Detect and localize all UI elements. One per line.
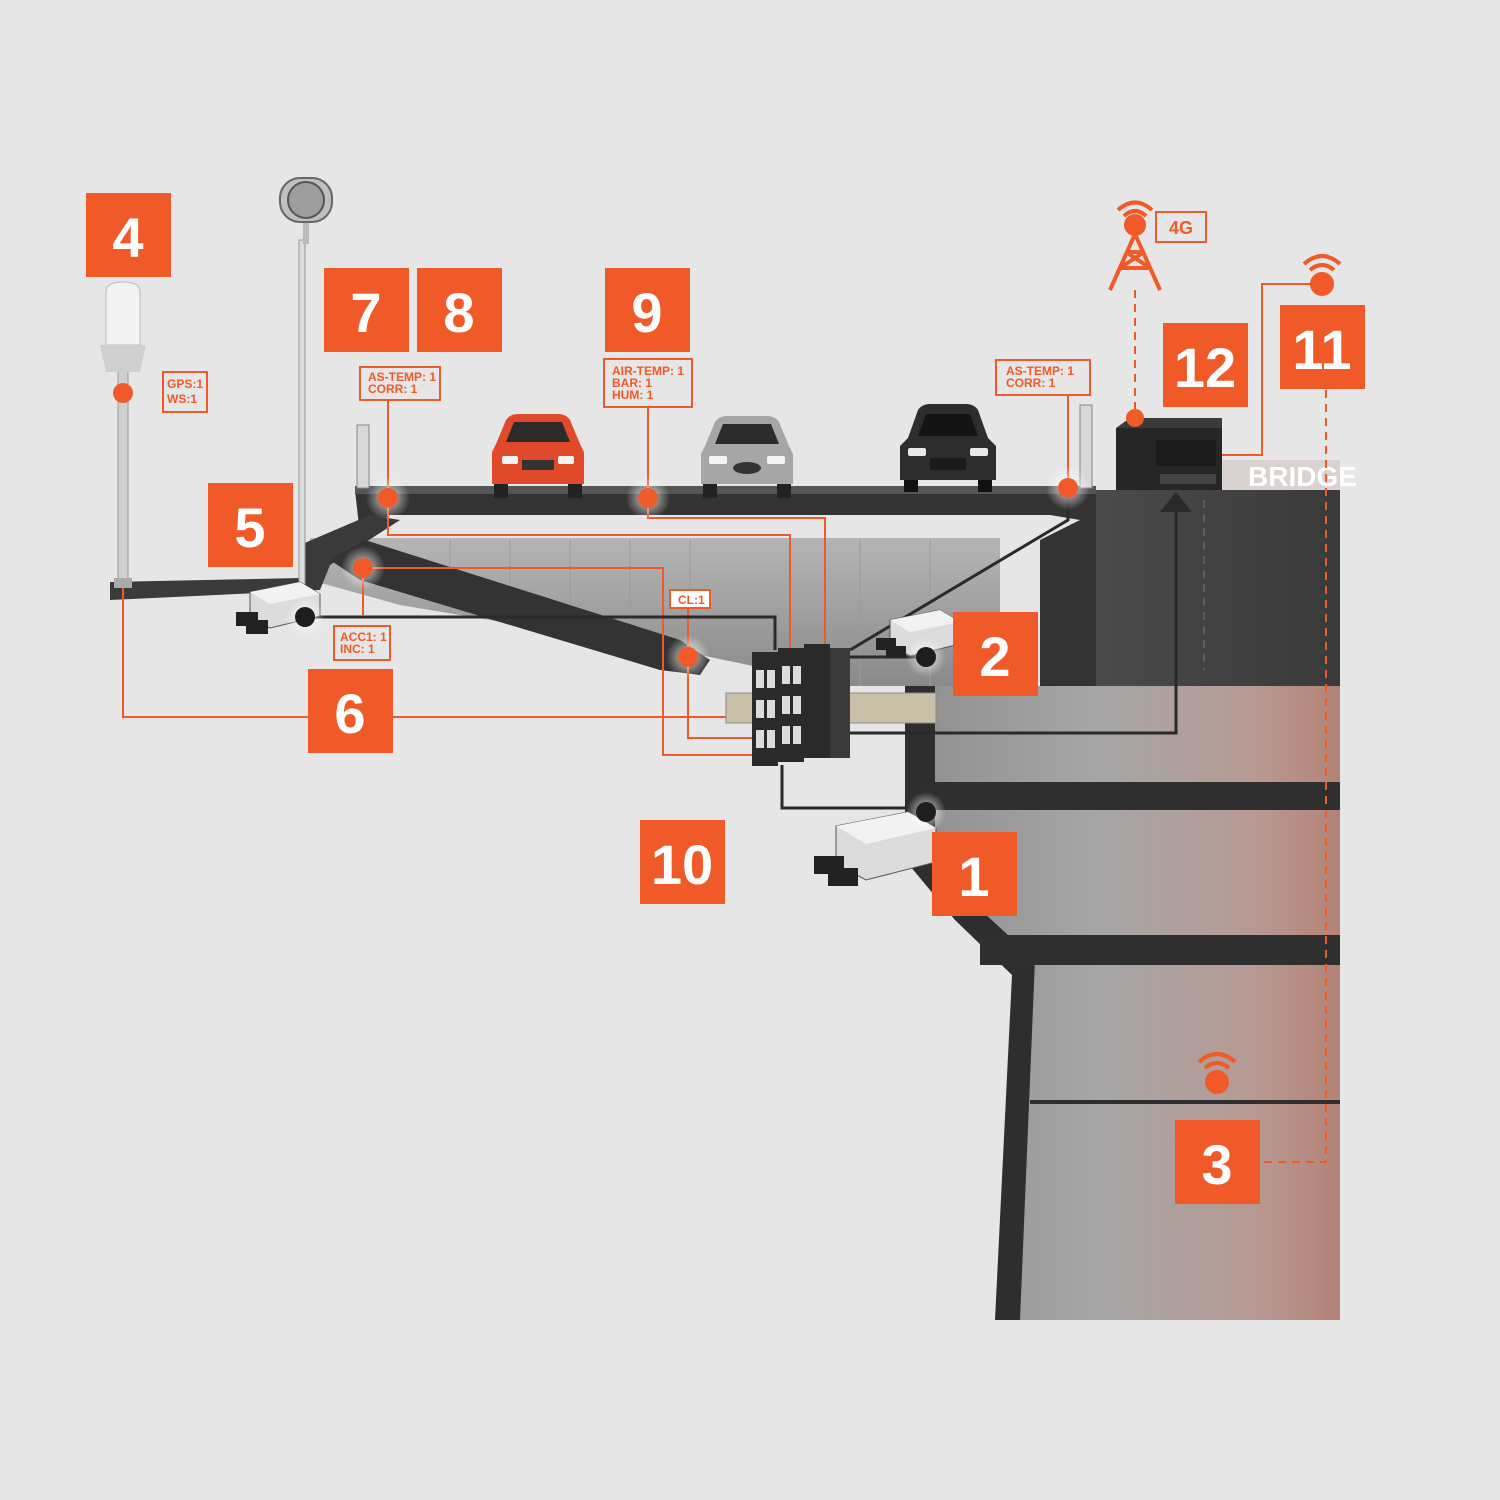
network-label: 4G [1169,218,1193,238]
svg-text:CORR: 1: CORR: 1 [1006,376,1056,390]
wifi-icon [1302,254,1342,296]
pier-band [980,935,1340,965]
svg-text:1: 1 [958,845,989,908]
svg-text:WS:1: WS:1 [167,392,197,406]
svg-text:11: 11 [1292,318,1351,381]
deck-slab [355,490,1096,686]
svg-text:ACC1: 1: ACC1: 1 [340,630,387,644]
svg-text:6: 6 [334,682,365,745]
antenna-mast [279,177,333,586]
svg-text:CL:1: CL:1 [678,593,705,607]
marker-12: 12 [1163,323,1248,407]
svg-text:BAR: 1: BAR: 1 [612,376,652,390]
svg-text:2: 2 [979,625,1010,688]
abutment-wall [1096,490,1340,686]
number-markers: 1 2 3 4 5 6 7 8 9 10 11 12 [86,193,1365,1204]
bridge-label: BRIDGE [1248,461,1357,492]
marker-5: 5 [208,483,293,567]
svg-text:HUM: 1: HUM: 1 [612,388,654,402]
marker-9: 9 [605,268,690,352]
connection-points [113,383,1144,832]
svg-text:AIR-TEMP: 1: AIR-TEMP: 1 [612,364,684,378]
svg-text:4: 4 [112,206,143,269]
label-air: AIR-TEMP: 1 BAR: 1 HUM: 1 [603,358,693,408]
svg-text:AS-TEMP: 1: AS-TEMP: 1 [368,370,436,384]
parapet-post [356,424,370,489]
wireless-links [1134,290,1327,1163]
label-deck-left: AS-TEMP: 1 CORR: 1 [359,366,441,401]
car-icon [701,416,793,498]
marker-8: 8 [417,268,502,352]
svg-text:7: 7 [350,281,381,344]
label-cl: CL:1 [669,589,711,609]
marker-11: 11 [1280,305,1365,389]
marker-1: 1 [932,832,1017,916]
cantilever [110,515,400,600]
car-icon [900,404,996,492]
marker-7: 7 [324,268,409,352]
antenna-tower-icon [1108,200,1162,291]
weather-station-icon [100,281,146,588]
marker-6: 6 [308,669,393,753]
svg-text:INC: 1: INC: 1 [340,642,375,656]
car-icon [492,414,584,498]
svg-text:12: 12 [1174,336,1236,399]
marker-3: 3 [1175,1120,1260,1204]
marker-2: 2 [953,612,1038,696]
bridge-structure: BRIDGE [110,404,1357,1320]
label-gps: GPS:1 WS:1 [162,371,208,413]
svg-text:3: 3 [1201,1133,1232,1196]
wifi-icon [1197,1052,1237,1094]
label-deck-right: AS-TEMP: 1 CORR: 1 [995,359,1091,396]
svg-text:5: 5 [234,496,265,559]
gateway-icon [1116,418,1222,490]
pier-band [920,782,1340,810]
svg-text:10: 10 [651,833,713,896]
svg-text:GPS:1: GPS:1 [167,377,203,391]
pier-body [905,686,1340,1320]
diagonal-strut [330,540,710,675]
svg-text:CORR: 1: CORR: 1 [368,382,418,396]
marker-4: 4 [86,193,171,277]
label-acc: ACC1: 1 INC: 1 [333,625,391,661]
svg-text:9: 9 [631,281,662,344]
network-badge [1155,211,1207,243]
marker-10: 10 [640,820,725,904]
svg-text:8: 8 [443,281,474,344]
arrow-up-icon [1160,492,1192,512]
datalogger-icon [725,644,937,766]
pier-edge [905,686,1035,1320]
pier-band [1030,1100,1340,1104]
svg-text:AS-TEMP: 1: AS-TEMP: 1 [1006,364,1074,378]
road-surface [355,486,1096,494]
